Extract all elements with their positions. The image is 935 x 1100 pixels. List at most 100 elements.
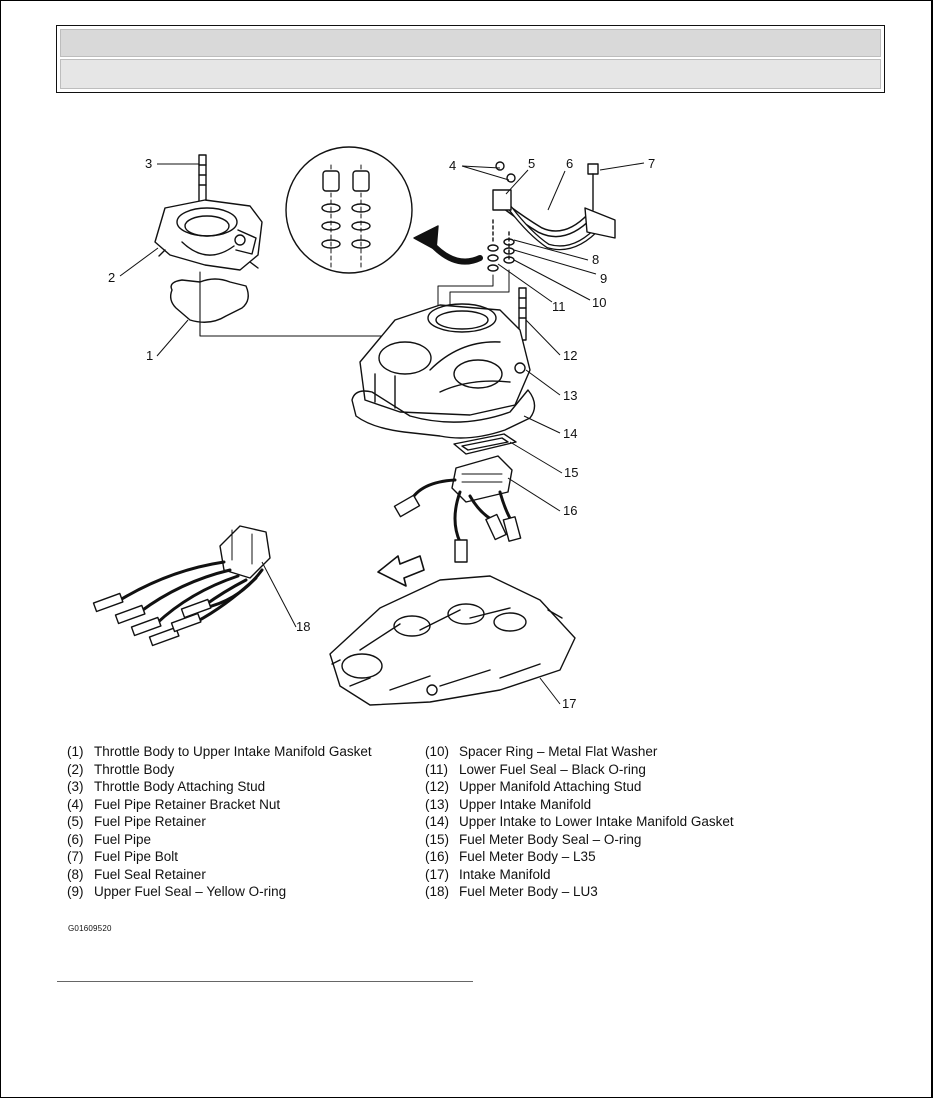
legend-item: (1)Throttle Body to Upper Intake Manifol… [67, 743, 397, 761]
legend-item: (14) Upper Intake to Lower Intake Manifol… [425, 813, 745, 831]
legend-label: Upper Manifold Attaching Stud [459, 779, 642, 794]
legend-item: (15) Fuel Meter Body Seal – O-ring [425, 831, 745, 849]
intake-manifold [329, 575, 576, 706]
legend-label: Spacer Ring – Metal Flat Washer [459, 744, 658, 759]
legend-item: (18) Fuel Meter Body – LU3 [425, 883, 745, 901]
leader-1 [156, 319, 189, 357]
legend-number: (2) [67, 761, 84, 777]
legend-label: Fuel Pipe Retainer [94, 814, 206, 829]
legend-item: (13) Upper Intake Manifold [425, 796, 745, 814]
callout-1: 1 [146, 348, 153, 363]
legend-label: Fuel Pipe [94, 831, 152, 847]
legend-label: Throttle Body [94, 761, 175, 777]
upper-intake-manifold [359, 303, 531, 416]
callout-7: 7 [648, 156, 655, 171]
throttle-body [154, 199, 263, 271]
legend-label: Throttle Body Attaching Stud [94, 779, 266, 794]
legend-label: Fuel Pipe Bolt [94, 849, 179, 864]
legend-label: Upper Intake Manifold [459, 796, 592, 812]
throttle-body-stud [198, 154, 207, 216]
leader-2 [119, 247, 159, 277]
legend-item: (16) Fuel Meter Body – L35 [425, 848, 745, 866]
legend-number: (9) [67, 884, 84, 899]
legend-right-column: (10) Spacer Ring – Metal Flat Washer (11)… [425, 743, 745, 901]
legend-item: (9) Upper Fuel Seal – Yellow O-ring [67, 883, 397, 901]
callout-2: 2 [108, 270, 115, 285]
leader-17 [539, 677, 561, 705]
callout-17: 17 [562, 696, 576, 711]
callout-16: 16 [563, 503, 577, 518]
callout-3: 3 [145, 156, 152, 171]
legend-label: Fuel Meter Body – LU3 [459, 884, 598, 899]
legend-label: Fuel Seal Retainer [94, 866, 206, 882]
legend-number: (17) [425, 866, 450, 882]
leader-14 [523, 415, 561, 434]
header-title-bar [60, 29, 881, 57]
legend-item: (4) Fuel Pipe Retainer Bracket Nut [67, 796, 397, 814]
header-subtitle-bar [60, 59, 881, 89]
legend-item: (6) Fuel Pipe [67, 831, 397, 849]
legend-number: (3) [67, 779, 84, 794]
callout-8: 8 [592, 252, 599, 267]
callout-5: 5 [528, 156, 535, 171]
legend-left-column: (1)Throttle Body to Upper Intake Manifol… [67, 743, 397, 901]
callout-13: 13 [563, 388, 577, 403]
callout-6: 6 [566, 156, 573, 171]
callout-4: 4 [449, 158, 456, 173]
callout-10: 10 [592, 295, 606, 310]
figure-code: G01609520 [68, 924, 112, 933]
legend-item: (17)Intake Manifold [425, 866, 745, 884]
leader-16 [507, 477, 561, 512]
legend-number: (13) [425, 796, 450, 812]
callout-11: 11 [552, 299, 566, 314]
legend-number: (1) [67, 744, 84, 759]
legend-label: Fuel Meter Body – L35 [459, 849, 596, 864]
leader-9 [513, 249, 597, 275]
legend-number: (6) [67, 831, 84, 847]
legend-item: (7)Fuel Pipe Bolt [67, 848, 397, 866]
leader-13 [525, 369, 561, 396]
legend-item: (12) Upper Manifold Attaching Stud [425, 778, 745, 796]
leader-11 [497, 263, 553, 303]
legend-item: (2) Throttle Body [67, 761, 397, 779]
legend-number: (8) [67, 866, 84, 882]
callout-14: 14 [563, 426, 577, 441]
legend-number: (18) [425, 884, 450, 899]
legend-number: (10) [425, 744, 450, 759]
callout-9: 9 [600, 271, 607, 286]
legend-item: (11) Lower Fuel Seal – Black O-ring [425, 761, 745, 779]
leader-5 [505, 169, 529, 195]
seal-detail-inset [285, 146, 413, 274]
leader-10 [513, 259, 591, 301]
leader-4 [461, 165, 510, 181]
header-box [56, 25, 885, 93]
legend-label: Fuel Pipe Retainer Bracket Nut [94, 796, 281, 812]
leader-18 [261, 561, 297, 628]
installation-direction-arrow [377, 555, 425, 587]
fuel-meter-body-lu3 [92, 525, 271, 647]
legend-label: Upper Intake to Lower Intake Manifold Ga… [459, 814, 734, 829]
legend-number: (16) [425, 849, 450, 864]
footer-rule [57, 981, 473, 982]
legend-label: Fuel Meter Body Seal – O-ring [459, 831, 642, 847]
leader-7 [599, 162, 645, 171]
fuel-meter-body-l35 [393, 455, 522, 563]
legend-label: Lower Fuel Seal – Black O-ring [459, 761, 646, 777]
upper-to-lower-gasket [351, 389, 536, 439]
legend-item: (10) Spacer Ring – Metal Flat Washer [425, 743, 745, 761]
callout-15: 15 [564, 465, 578, 480]
leader-6 [547, 170, 566, 211]
legend-number: (14) [425, 814, 450, 829]
legend-item: (3) Throttle Body Attaching Stud [67, 778, 397, 796]
legend-number: (4) [67, 796, 84, 812]
legend-number: (15) [425, 831, 450, 847]
throttle-body-gasket [169, 278, 249, 323]
legend-number: (11) [425, 761, 449, 777]
legend-number: (12) [425, 779, 450, 794]
legend-item: (8) Fuel Seal Retainer [67, 866, 397, 884]
fuel-pipe-assembly [437, 161, 616, 327]
leader-8 [513, 239, 589, 261]
legend-label: Upper Fuel Seal – Yellow O-ring [94, 884, 287, 899]
callout-18: 18 [296, 619, 310, 634]
